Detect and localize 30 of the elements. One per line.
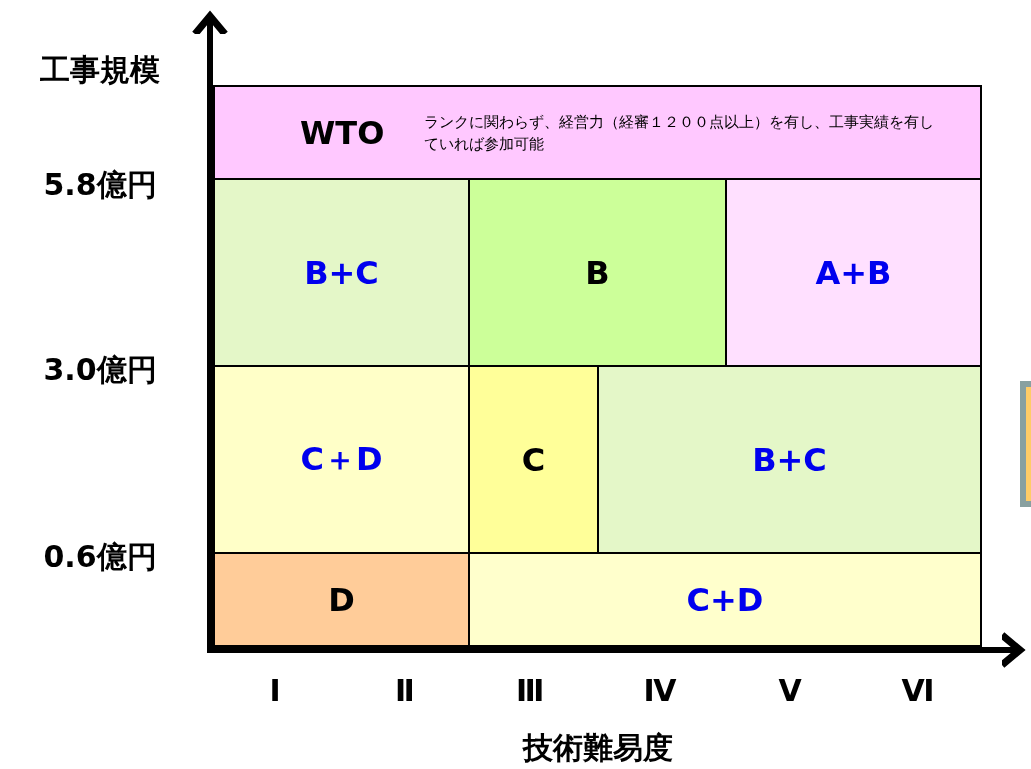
tick-label: Ⅲ [516,672,545,708]
cell-label: A+B [815,253,892,292]
tick-label: Ⅱ [395,672,415,708]
tick-label: Ⅴ [778,672,802,708]
axis-title: 工事規模 [40,50,160,89]
cell-label: C+D [686,580,764,619]
cell-label: B [585,253,610,292]
axis-title: 技術難易度 [523,728,673,767]
grid-cell [213,552,470,647]
cell-label: C [521,440,546,479]
cell-label: WTO [300,113,385,152]
cell-label: C＋D [300,438,383,480]
tick-label: Ⅳ [643,672,677,708]
grid-cell [468,365,599,554]
tick-label: Ⅵ [901,672,935,708]
grid-cell [597,365,982,554]
tick-label: Ⅰ [269,672,281,708]
cell-label: B+C [752,440,827,479]
grid-cell [213,178,470,367]
grid-cell [468,552,982,647]
cell-label: B+C [304,253,379,292]
tick-label: 5.8億円 [43,165,157,204]
grid-cell [468,178,727,367]
tick-label: 0.6億円 [43,537,157,576]
tick-label: 3.0億円 [43,350,157,389]
note-text: ランクに関わらず、経営力（経審１２００点以上）を有し、工事実績を有していれば参加可能 [424,111,935,155]
cell-label: D [328,580,355,619]
grid-cell [213,85,982,180]
grid-cell [725,178,982,367]
grid-cell [213,365,470,554]
